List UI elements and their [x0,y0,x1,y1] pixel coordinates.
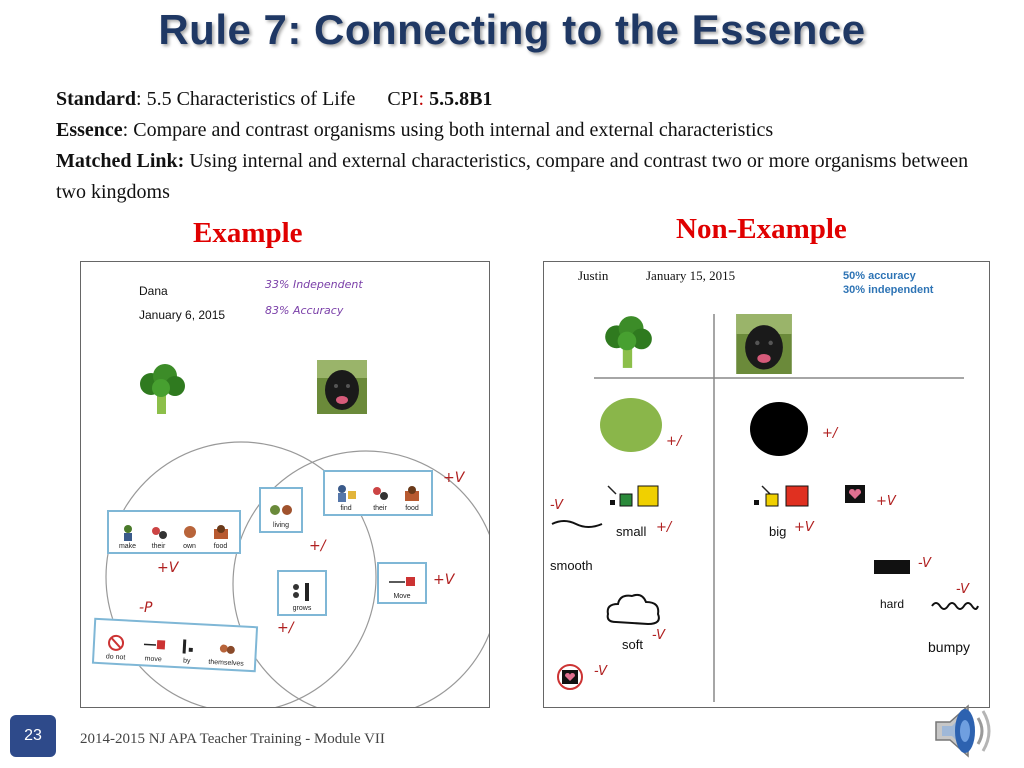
t-chart-lines [594,314,964,702]
independent-score: 33% Independent [265,278,363,291]
speaker-icon[interactable] [932,700,996,762]
word-soft: soft [622,637,643,652]
small-size-icon [607,485,659,507]
pic-do-not: do not [104,633,127,661]
standard-label: Standard [56,88,137,110]
venn-diagram [105,441,489,707]
independent-score: 30% independent [843,284,934,296]
pic-living: living [267,500,295,529]
word-hard: hard [880,597,905,611]
mark-size: -V [550,498,564,513]
non-example-label: Non-Example [676,213,847,245]
non-example-panel: Justin January 15, 2015 50% accuracy 30%… [543,261,990,708]
mark-small: +/ [656,520,672,535]
word-bumpy: bumpy [928,639,971,655]
card-grows: grows [277,570,327,616]
pic-find: find [335,483,357,512]
work-date: January 6, 2015 [139,308,226,322]
mark-living: +/ [309,538,326,554]
pic-themselves: themselves [208,639,245,668]
pic-make: make [119,523,137,550]
pic-own: own [181,523,199,550]
mark-heart: +V [876,494,896,509]
example-label: Example [193,217,303,249]
mark-move: +V [433,572,455,588]
essence-value: : Compare and contrast organisms using b… [122,119,774,141]
essence-label: Essence [56,119,123,141]
card-move: Move [377,562,427,604]
broccoli-icon [605,316,652,368]
student-name: Justin [578,268,609,283]
slide-title: Rule 7: Connecting to the Essence [158,6,866,53]
mark-do-not-move: -P [139,600,153,616]
big-size-icon [754,485,809,507]
pic-move: Move [387,573,417,600]
matched-link-line: Matched Link: Using internal and externa… [56,146,996,208]
work-date: January 15, 2015 [646,268,736,283]
student-name: Dana [139,284,168,298]
essence-line: Essence: Compare and contrast organisms … [56,115,996,146]
accuracy-score: 83% Accuracy [265,304,344,317]
mark-heart-left: -V [594,664,608,679]
pic-their: their [150,523,168,550]
card-find-food: find their food [323,470,433,516]
card-do-not-move: do not move by themselves [91,617,259,673]
pic-by: by [180,637,195,665]
dog-photo [736,314,792,374]
word-small: small [616,524,647,539]
mark-green-circle: +/ [666,434,682,449]
matched-link-value: Using internal and external characterist… [56,150,969,203]
matched-link-label: Matched Link: [56,150,185,172]
cpi-value: 5.5.8B1 [429,88,493,110]
mark-grows: +/ [277,620,294,636]
cloud-icon [606,593,660,626]
page-number-badge: 23 [10,715,56,757]
mark-soft: -V [652,628,666,643]
pic-food: food [212,523,230,550]
cpi-label: CPI [387,88,419,110]
heart-icon [845,485,865,503]
bumpy-line-icon [931,602,979,610]
pic-dnm-move: move [141,635,166,663]
mark-find-food: +V [443,470,465,486]
pic-grows: grows [289,581,315,612]
standard-line: Standard: 5.5 Characteristics of Life CPI… [56,84,996,115]
cpi-colon: : [418,88,425,110]
mark-black-circle: +/ [822,426,838,441]
word-smooth: smooth [550,558,593,573]
smooth-line-icon [551,520,603,528]
description-block: Standard: 5.5 Characteristics of Life CPI… [56,84,996,208]
heart-circle-icon [557,664,583,690]
pic-find-food: food [403,483,421,512]
accuracy-score: 50% accuracy [843,270,916,282]
mark-bumpy: -V [956,582,970,597]
mark-make-food: +V [157,560,179,576]
broccoli-icon [140,364,185,414]
pic-find-their: their [371,483,389,512]
word-big: big [769,524,787,539]
black-circle-icon [750,402,808,456]
standard-value: : 5.5 Characteristics of Life [136,88,356,110]
example-panel: Dana January 6, 2015 33% Independent 83%… [80,261,490,708]
hard-block-icon [874,560,910,574]
card-living: living [259,487,303,533]
footer-text: 2014-2015 NJ APA Teacher Training - Modu… [80,731,385,747]
green-circle-icon [600,398,662,452]
dog-photo [317,360,367,414]
card-make-own-food: make their own food [107,510,241,554]
mark-big: +V [794,520,814,535]
mark-hard: -V [918,556,932,571]
